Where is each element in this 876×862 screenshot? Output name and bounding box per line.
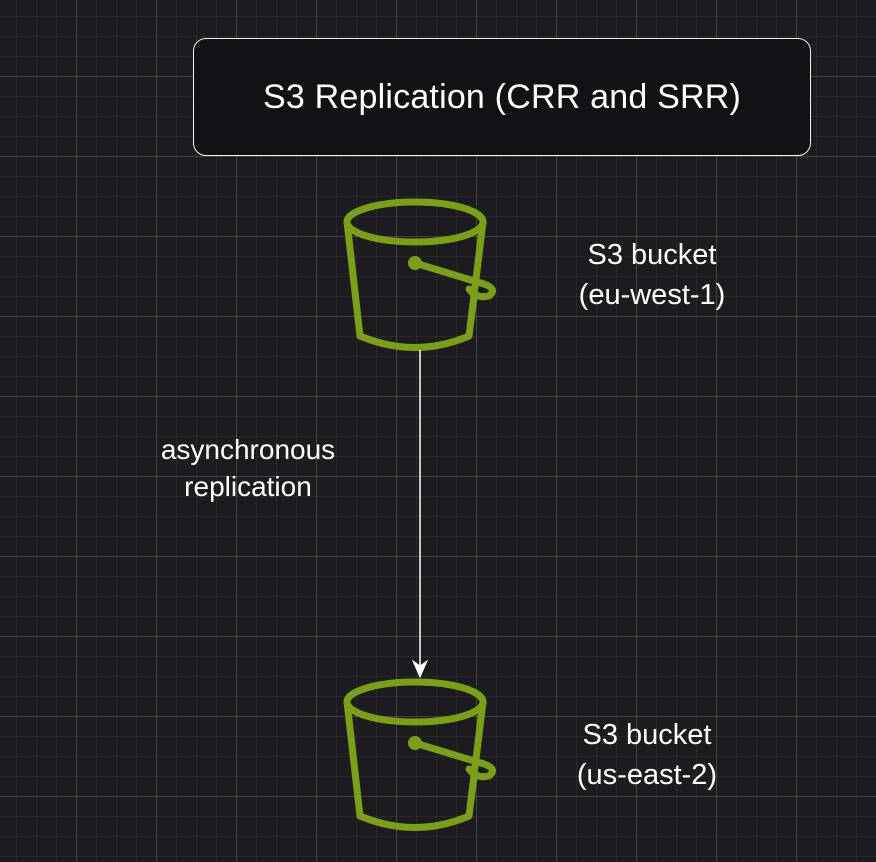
bucket-region: (eu-west-1)	[578, 279, 726, 311]
bucket-name: S3 bucket	[587, 239, 717, 271]
replication-label-line1: asynchronous	[160, 434, 336, 465]
diagram-title-box: S3 Replication (CRR and SRR)	[193, 38, 811, 156]
bucket-region: (us-east-2)	[576, 759, 718, 791]
s3-bucket-icon	[338, 193, 498, 358]
replication-label: asynchronous replication	[128, 431, 368, 505]
diagram-title: S3 Replication (CRR and SRR)	[263, 77, 741, 116]
replication-arrow	[400, 350, 440, 682]
destination-bucket-label: S3 bucket (us-east-2)	[547, 715, 747, 795]
s3-bucket-icon	[338, 673, 498, 838]
arrow-down-icon	[411, 659, 429, 679]
replication-label-line2: replication	[184, 471, 312, 502]
source-bucket-label: S3 bucket (eu-west-1)	[552, 235, 752, 315]
bucket-name: S3 bucket	[582, 719, 712, 751]
